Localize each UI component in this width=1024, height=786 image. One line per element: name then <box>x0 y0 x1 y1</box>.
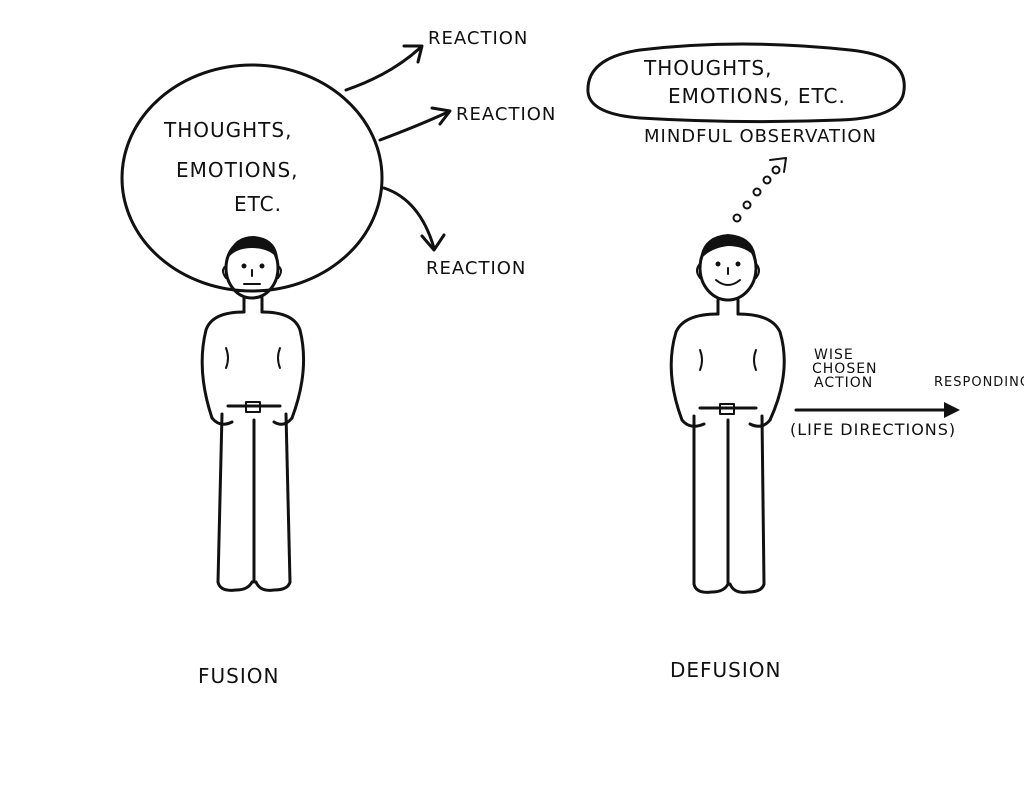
fusion-bubble-line-3: ETC. <box>234 192 283 216</box>
fusion-caption: FUSION <box>198 664 280 688</box>
defusion-person <box>669 234 786 594</box>
defusion-bubble-line-2: EMOTIONS, ETC. <box>668 84 846 108</box>
action-line-3: ACTION <box>814 375 874 391</box>
reaction-arrow-bottom <box>382 186 446 252</box>
reaction-label-top: REACTION <box>428 28 529 49</box>
mindful-observation-label: MINDFUL OBSERVATION <box>644 126 877 147</box>
fusion-person <box>200 236 306 592</box>
responding-arrow <box>794 402 960 418</box>
reaction-label-middle: REACTION <box>456 104 557 125</box>
action-line-1: WISE <box>814 347 854 363</box>
defusion-thought-bubble <box>586 42 906 124</box>
fusion-bubble <box>120 63 384 293</box>
thought-dots <box>732 157 787 223</box>
reaction-arrow-top <box>344 44 424 92</box>
defusion-caption: DEFUSION <box>670 658 782 682</box>
life-directions-label: (LIFE DIRECTIONS) <box>790 420 957 439</box>
reaction-arrow-middle <box>378 106 452 142</box>
responding-label: RESPONDING <box>934 375 1024 390</box>
fusion-bubble-line-2: EMOTIONS, <box>176 158 299 182</box>
reaction-label-bottom: REACTION <box>426 258 527 279</box>
action-line-2: CHOSEN <box>812 361 878 377</box>
defusion-bubble-line-1: THOUGHTS, <box>644 56 773 80</box>
fusion-bubble-line-1: THOUGHTS, <box>164 118 293 142</box>
